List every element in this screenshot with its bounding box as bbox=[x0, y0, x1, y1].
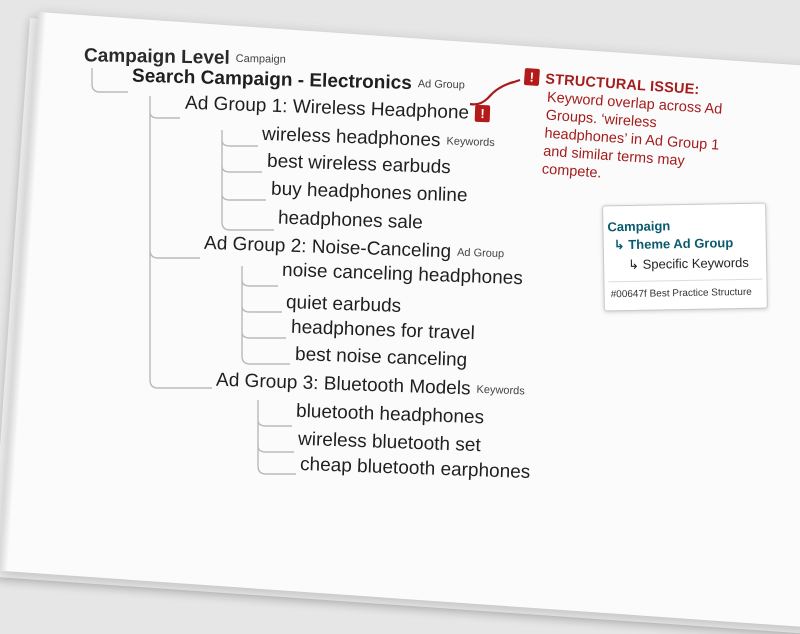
keyword-item: quiet earbuds bbox=[286, 292, 402, 318]
legend-campaign: Campaign bbox=[607, 218, 671, 235]
connector-ad-groups bbox=[149, 96, 212, 389]
campaign-level-label: Campaign Level bbox=[83, 45, 230, 69]
warning-icon: ! bbox=[474, 104, 491, 123]
connector-ag1-keywords bbox=[221, 130, 274, 231]
legend-specific-keywords: ↳ Specific Keywords bbox=[627, 254, 749, 272]
keyword-label: headphones sale bbox=[277, 207, 424, 234]
connector-ag3-keywords bbox=[257, 400, 296, 475]
warning-icon: ! bbox=[523, 68, 540, 87]
connector-campaign bbox=[91, 68, 128, 93]
issue-connector-line bbox=[469, 78, 521, 106]
legend-footer: #00647f Best Practice Structure bbox=[610, 286, 752, 301]
ad-group-2-tag: Ad Group bbox=[456, 246, 505, 261]
best-practice-legend: Campaign ↳ Theme Ad Group ↳ Specific Key… bbox=[602, 202, 768, 312]
search-campaign-tag: Ad Group bbox=[417, 78, 466, 92]
structural-issue-callout: !STRUCTURAL ISSUE: Keyword overlap acros… bbox=[517, 68, 739, 192]
legend-theme-ad-group: ↳ Theme Ad Group bbox=[613, 235, 734, 253]
legend-divider bbox=[608, 278, 763, 283]
connector-ag2-keywords bbox=[241, 266, 290, 365]
keywords-tag: Keywords bbox=[446, 135, 495, 150]
ad-group-3-tag: Keywords bbox=[476, 383, 525, 398]
campaign-level-tag: Campaign bbox=[235, 52, 286, 66]
issue-body: Keyword overlap across Ad Groups. ‘wirel… bbox=[541, 89, 723, 182]
keyword-label: quiet earbuds bbox=[285, 291, 402, 318]
tree-connectors bbox=[91, 68, 521, 475]
